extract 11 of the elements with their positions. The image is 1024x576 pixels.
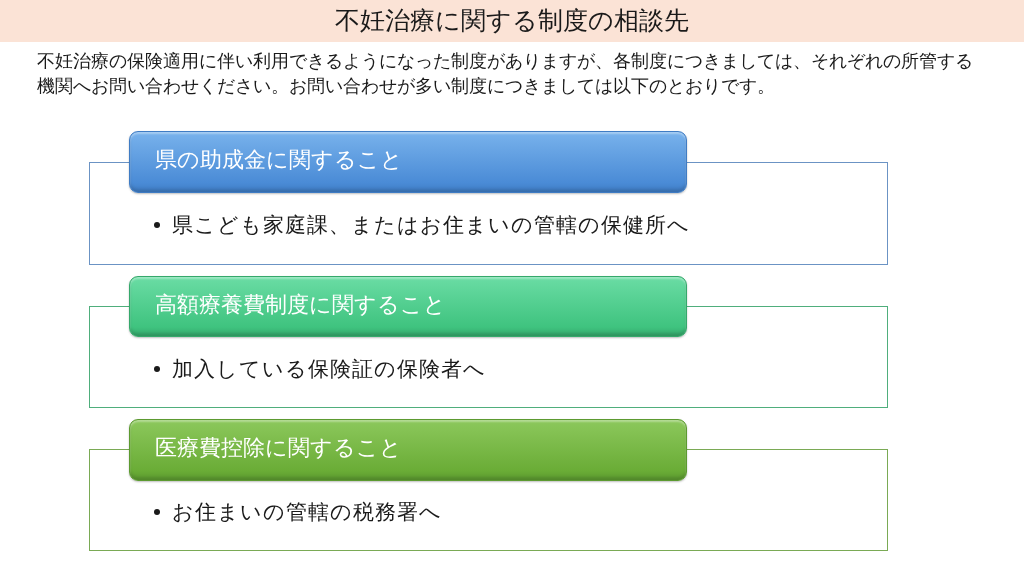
category-tab [129,276,687,337]
category-heading: 医療費控除に関すること [155,434,402,462]
intro-paragraph: 不妊治療の保険適用に伴い利用できるようになった制度がありますが、各制度につきましては、それぞれの所管する機関へお問い合わせください。お問い合わせが多い制度につきましては以下のとおりです。 [37,49,974,98]
category-tab [129,419,687,481]
contact-text: 県こども家庭課、またはお住まいの管轄の保健所へ [172,212,690,239]
contact-text: お住まいの管轄の税務署へ [172,499,442,526]
contact-text: 加入している保険証の保険者へ [172,356,486,383]
category-heading: 県の助成金に関すること [155,146,403,174]
category-tab [129,131,687,193]
slide-title: 不妊治療に関する制度の相談先 [334,5,690,37]
category-heading: 高額療養費制度に関すること [155,291,446,319]
